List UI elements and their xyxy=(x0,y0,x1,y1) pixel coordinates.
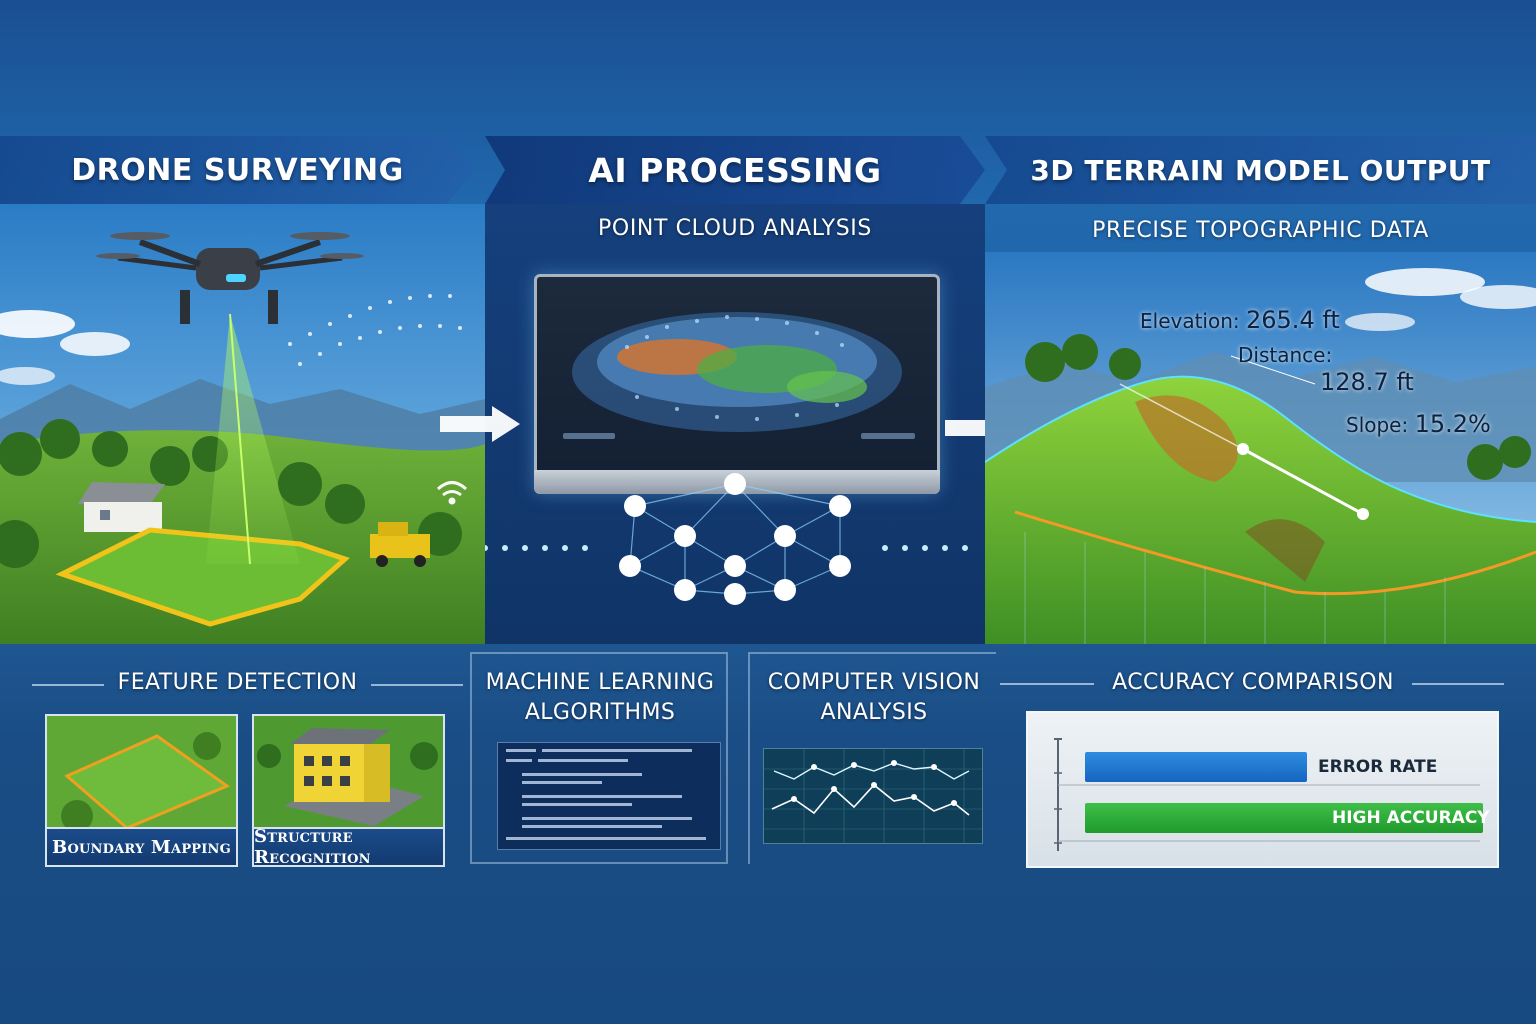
distance-label: Distance: xyxy=(1238,343,1333,367)
drone-icon xyxy=(96,232,364,324)
drone-landscape-illustration xyxy=(0,204,485,644)
wifi-icon xyxy=(436,481,468,505)
boundary-mapping-label: Boundary Mapping xyxy=(47,827,236,865)
distance-value: 128.7 ft xyxy=(1320,368,1414,396)
ml-code-panel xyxy=(497,742,721,850)
cv-title-line2: ANALYSIS xyxy=(820,700,928,725)
section-divider xyxy=(371,684,463,686)
high-accuracy-bar xyxy=(1085,803,1483,833)
ml-title-line2: ALGORITHMS xyxy=(524,700,676,725)
ml-panel-frame xyxy=(470,652,728,864)
accuracy-axes xyxy=(1054,738,1480,851)
slope-readout: Slope: 15.2% xyxy=(1346,410,1491,438)
accuracy-title: ACCURACY COMPARISON xyxy=(1112,670,1394,695)
ml-title-line1: MACHINE LEARNING xyxy=(485,670,715,695)
accuracy-chart-panel xyxy=(1026,711,1499,868)
section-divider xyxy=(1000,683,1094,685)
cv-line-graph xyxy=(764,749,982,843)
error-rate-bar xyxy=(1085,752,1307,782)
terrain-3d-illustration xyxy=(985,252,1536,644)
slope-value: 15.2% xyxy=(1414,410,1491,438)
boundary-mapping-image xyxy=(47,716,236,832)
point-cloud-monitor xyxy=(534,274,940,494)
stage-drone-title: DRONE SURVEYING xyxy=(71,152,404,188)
structure-recognition-image xyxy=(254,716,443,831)
topographic-subtitle: PRECISE TOPOGRAPHIC DATA xyxy=(1092,218,1429,243)
code-lines-illustration xyxy=(506,749,706,840)
point-cloud-subtitle: POINT CLOUD ANALYSIS xyxy=(598,216,872,241)
stage-ai-title: AI PROCESSING xyxy=(588,150,882,190)
error-rate-label: ERROR RATE xyxy=(1318,757,1438,777)
elevation-readout: Elevation: 265.4 ft xyxy=(1140,306,1340,334)
stage-terrain-title: 3D TERRAIN MODEL OUTPUT xyxy=(1030,153,1491,187)
high-accuracy-label: HIGH ACCURACY xyxy=(1332,808,1490,828)
terrain-model-scene xyxy=(985,252,1536,644)
structure-recognition-label: Structure Recognition xyxy=(254,826,443,865)
structure-recognition-card: Structure Recognition xyxy=(252,714,445,867)
neural-network-diagram xyxy=(485,473,968,605)
section-divider xyxy=(1412,683,1504,685)
stage-terrain-output-header: 3D TERRAIN MODEL OUTPUT xyxy=(985,136,1536,204)
stage-drone-surveying-header: DRONE SURVEYING xyxy=(0,136,475,204)
cv-graph-panel xyxy=(763,748,983,844)
drone-survey-scene xyxy=(0,204,485,644)
cv-title-line1: COMPUTER VISION xyxy=(767,670,981,695)
distance-value-text: 128.7 ft xyxy=(1320,368,1414,396)
stage-ai-processing-header: AI PROCESSING xyxy=(485,136,985,204)
cv-title: COMPUTER VISION ANALYSIS xyxy=(750,668,998,728)
slope-label: Slope: xyxy=(1346,413,1409,437)
flow-arrow-right-icon xyxy=(440,406,520,442)
ml-title: MACHINE LEARNING ALGORITHMS xyxy=(472,668,728,728)
feature-detection-title: FEATURE DETECTION xyxy=(117,670,358,695)
elevation-label: Elevation: xyxy=(1140,309,1240,333)
elevation-value: 265.4 ft xyxy=(1246,306,1340,334)
section-divider xyxy=(32,684,104,686)
boundary-mapping-card: Boundary Mapping xyxy=(45,714,238,867)
point-cloud-visualization xyxy=(563,312,915,439)
cv-panel-frame xyxy=(748,652,996,864)
